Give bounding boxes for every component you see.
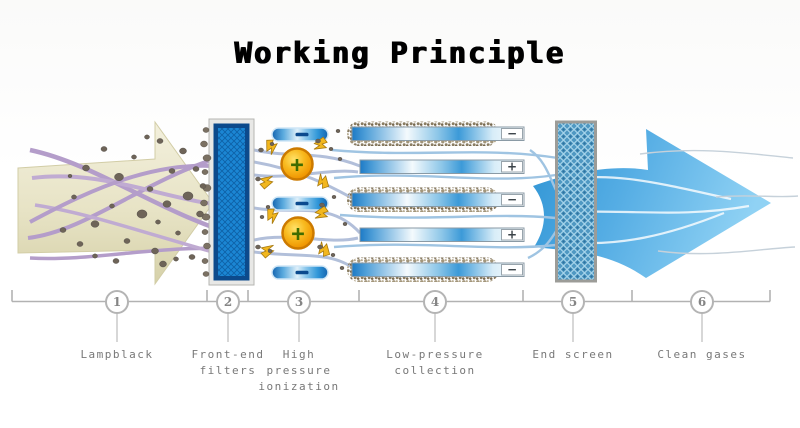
ion-charge-sign: + (291, 222, 304, 247)
stage-label-front-end-filters: Front-end filters (191, 348, 265, 377)
smoke-particles (59, 134, 207, 268)
plate-polarity-sign: − (507, 127, 517, 141)
plate-polarity-sign: − (507, 193, 517, 207)
stage-circle-6: 6 (690, 290, 714, 314)
ionization-zone: + + (247, 127, 348, 280)
collector-plate-positive-2: + (359, 227, 525, 242)
ion-balls: + + (280, 147, 315, 250)
trailing-air-lines (639, 149, 799, 255)
stage-circle-2: 2 (216, 290, 240, 314)
collection-plates: − + − + (347, 121, 525, 282)
collector-plate-negative-2: − (347, 187, 525, 212)
stage-label-lampblack: Lampblack (80, 348, 154, 361)
end-screen (555, 120, 597, 283)
stage-circle-3: 3 (287, 290, 311, 314)
plate-polarity-sign: − (507, 263, 517, 277)
ionizer-electrodes (271, 127, 329, 280)
page-title: Working Principle (234, 36, 566, 70)
stage-circle-4: 4 (423, 290, 447, 314)
collector-plate-negative-1: − (347, 121, 525, 146)
stage-label-high-pressure-ionization: High pressure ionization (258, 348, 340, 393)
stage-label-low-pressure-collection: Low-pressure collection (386, 348, 484, 377)
label-connector-lines (116, 313, 703, 342)
collector-plate-positive-1: + (359, 159, 525, 174)
stage-axis (11, 290, 771, 303)
collector-plate-negative-3: − (347, 257, 525, 282)
front-end-filter (208, 118, 255, 286)
plate-polarity-sign: + (507, 228, 517, 242)
ionization-particles (247, 129, 348, 270)
stage-circle-5: 5 (561, 290, 585, 314)
plate-polarity-sign: + (507, 160, 517, 174)
stage-circle-1: 1 (105, 290, 129, 314)
ion-charge-sign: + (290, 153, 303, 178)
stage-label-clean-gases: Clean gases (657, 348, 747, 361)
stage-label-end-screen: End screen (532, 348, 614, 361)
